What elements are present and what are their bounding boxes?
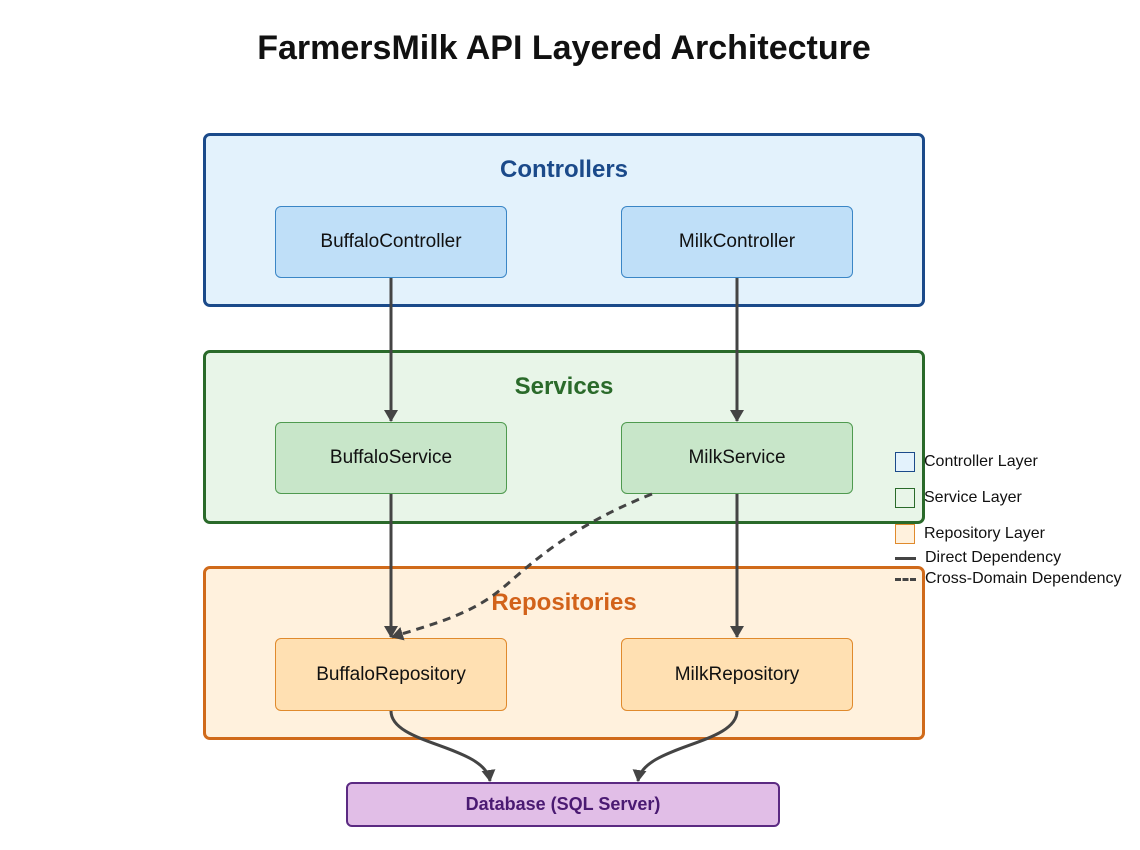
edge-milk-service-to-buffalo-repository-cross-domain xyxy=(391,492,653,641)
database-node: Database (SQL Server) xyxy=(346,782,780,827)
edge-buffalo-repository-to-database xyxy=(389,710,496,782)
milk-repository-node: MilkRepository xyxy=(621,638,853,711)
legend-label: Direct Dependency xyxy=(925,549,1062,566)
legend-item-cross-domain-dependency: Cross-Domain Dependency xyxy=(895,568,1122,590)
services-layer-title: Services xyxy=(514,373,614,400)
controllers-layer-title: Controllers xyxy=(499,156,628,183)
legend-item-repository-layer: Repository Layer xyxy=(895,523,1045,545)
buffalo-service-node: BuffaloService xyxy=(275,422,507,494)
milk-controller-node: MilkController xyxy=(621,206,853,278)
solid-line-icon xyxy=(895,556,916,560)
legend-item-direct-dependency: Direct Dependency xyxy=(895,547,1061,569)
legend-label: Controller Layer xyxy=(924,453,1038,470)
edge-milk-repository-to-database xyxy=(632,710,739,782)
repositories-layer-title: Repositories xyxy=(491,589,637,616)
milk-service-node: MilkService xyxy=(621,422,853,494)
legend-label: Repository Layer xyxy=(924,525,1045,542)
legend-label: Cross-Domain Dependency xyxy=(925,570,1122,587)
legend-label: Service Layer xyxy=(924,489,1022,506)
buffalo-controller-node: BuffaloController xyxy=(275,206,507,278)
service-layer-swatch xyxy=(895,488,915,508)
legend-item-service-layer: Service Layer xyxy=(895,487,1022,509)
controller-layer-swatch xyxy=(895,452,915,472)
diagram-title: FarmersMilk API Layered Architecture xyxy=(257,29,871,67)
dashed-line-icon xyxy=(895,577,916,581)
legend-item-controller-layer: Controller Layer xyxy=(895,451,1038,473)
buffalo-repository-node: BuffaloRepository xyxy=(275,638,507,711)
repository-layer-swatch xyxy=(895,524,915,544)
